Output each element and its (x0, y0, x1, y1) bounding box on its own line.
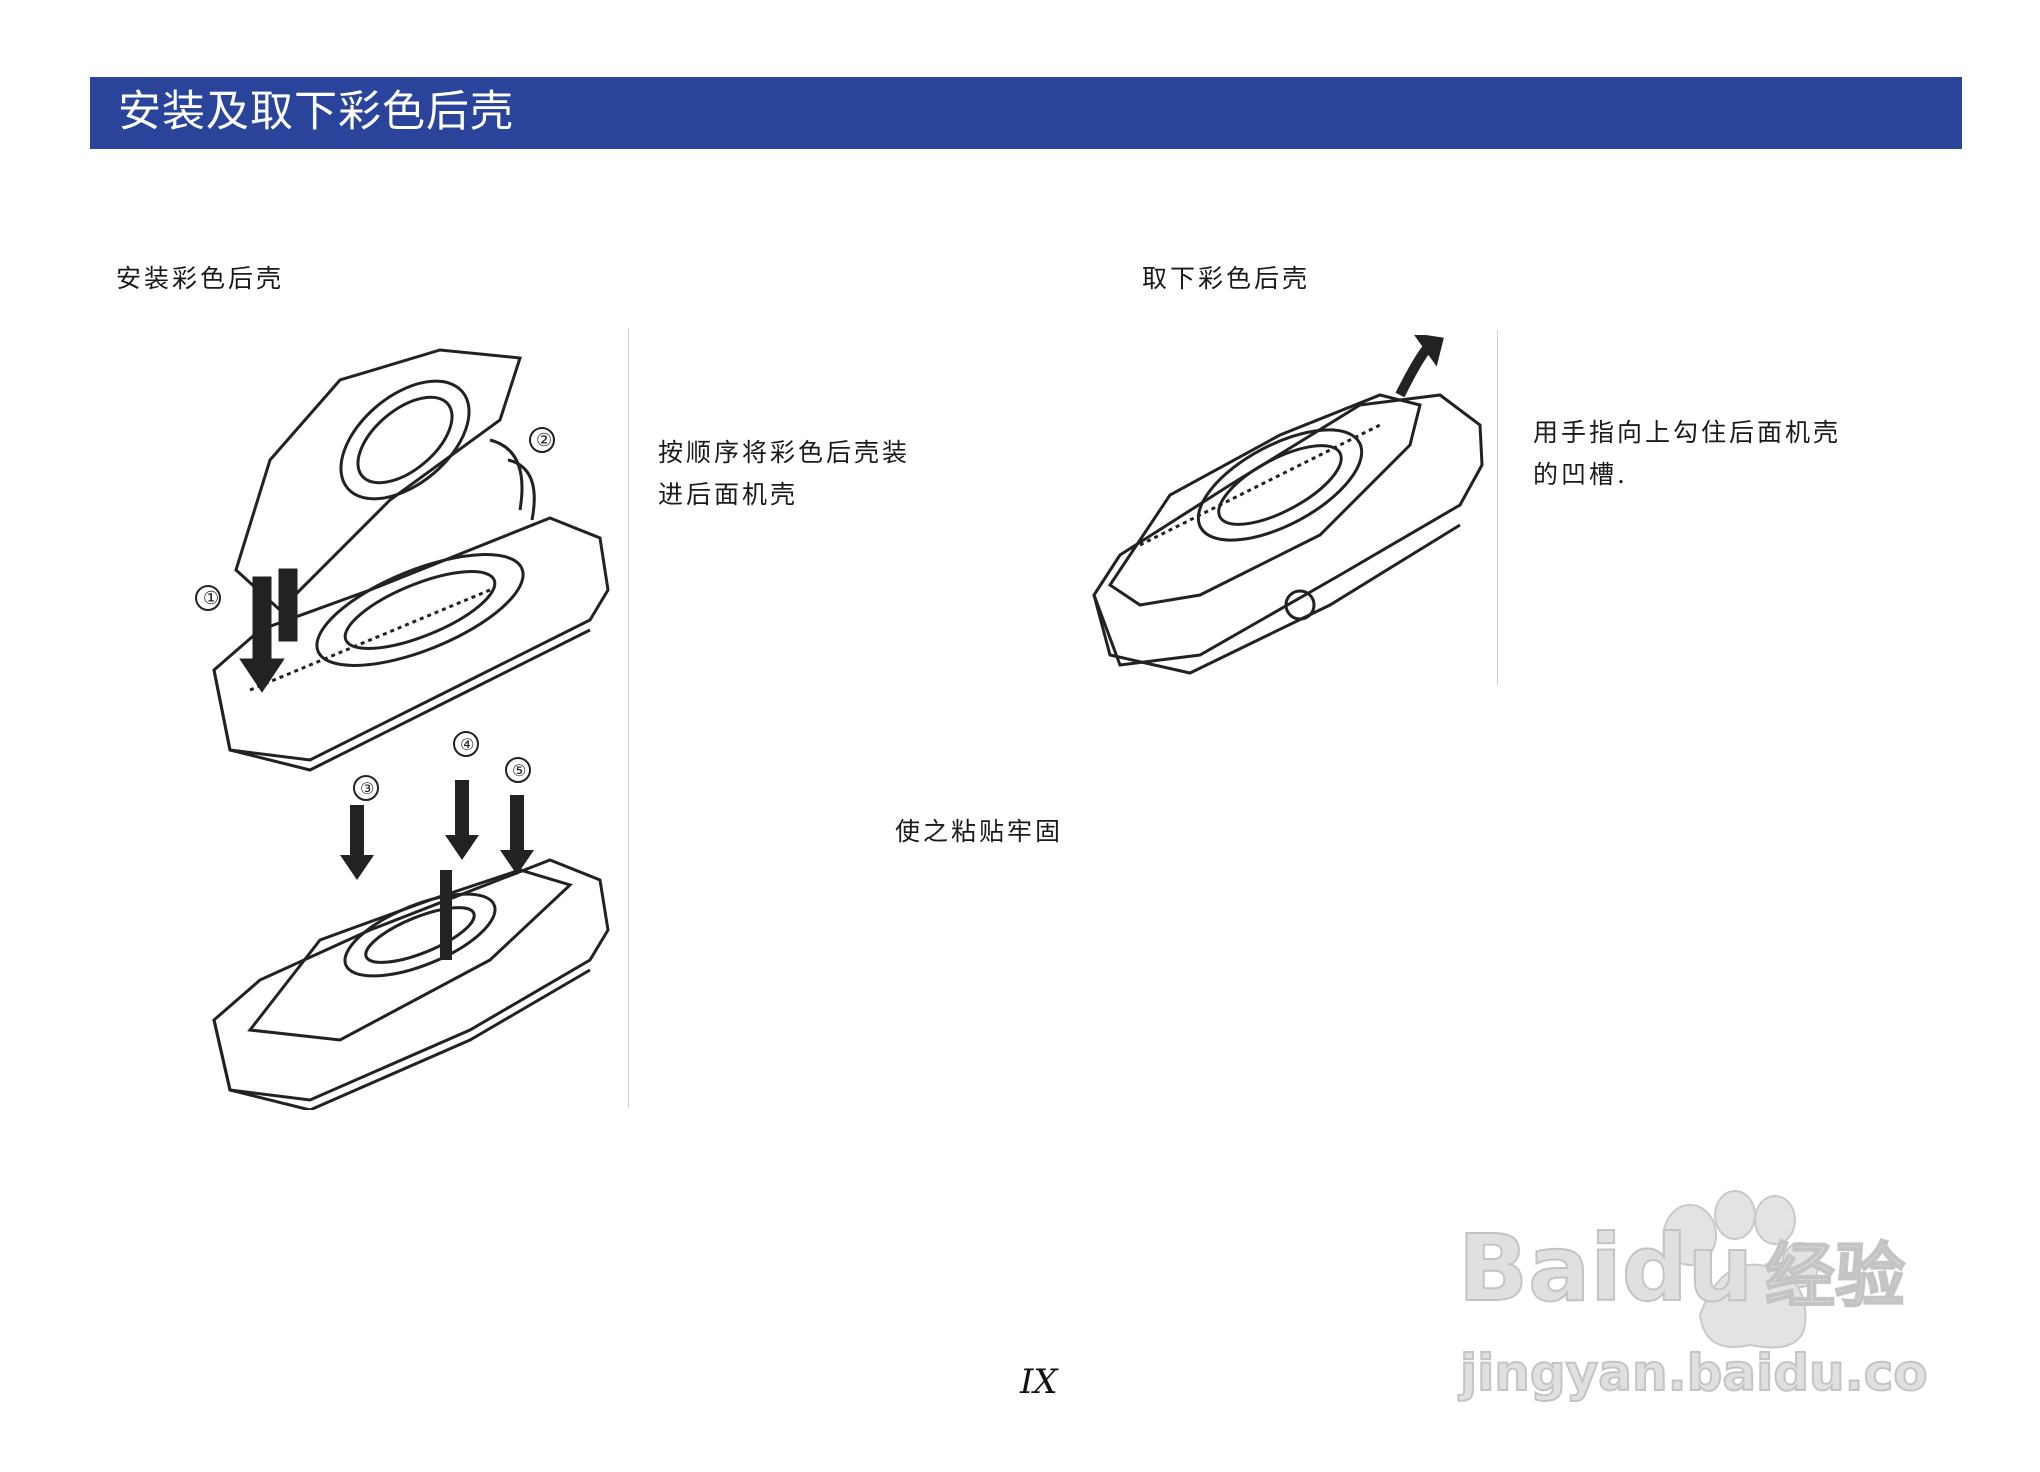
title-bar: 安装及取下彩色后壳 (90, 77, 1962, 149)
page-number: IX (1020, 1362, 1058, 1402)
watermark-brand: Baidu (1458, 1215, 1753, 1322)
step-marker-lower-3: ⑤ (512, 761, 526, 780)
color-back-cover (234, 348, 536, 613)
press-arrows (340, 780, 534, 960)
arrow-up-icon (1395, 335, 1444, 398)
remove-heading: 取下彩色后壳 (1142, 264, 1311, 293)
baidu-jingyan-watermark: Baidu 经验 jingyan.baidu.com (1450, 1165, 1981, 1405)
step-marker-lower-1: ③ (360, 779, 374, 798)
install-illustration: ① ② ③ ④ ⑤ (190, 340, 630, 1110)
phone-body-upper (212, 516, 610, 772)
arrow-down-icon (239, 568, 298, 693)
phone-body-lower (212, 858, 610, 1110)
divider-right (1497, 330, 1498, 685)
install-instruction-line2: 进后面机壳 (658, 480, 799, 509)
install-note: 使之粘贴牢固 (895, 817, 1064, 846)
page-title: 安装及取下彩色后壳 (118, 87, 514, 137)
step-marker-upper-left: ① (203, 588, 219, 609)
watermark-url: jingyan.baidu.com (1458, 1344, 1930, 1402)
install-heading: 安装彩色后壳 (116, 264, 285, 293)
divider-left (628, 328, 629, 1108)
remove-illustration (1080, 335, 1500, 685)
remove-instruction-line2: 的凹槽. (1533, 460, 1628, 489)
install-instruction-line1: 按顺序将彩色后壳装 (658, 438, 911, 467)
step-marker-lower-2: ④ (460, 735, 474, 754)
phone-body-remove (1092, 393, 1484, 675)
remove-instruction-line1: 用手指向上勾住后面机壳 (1533, 418, 1842, 447)
watermark-suffix: 经验 (1765, 1235, 1905, 1317)
step-marker-upper-right: ② (536, 430, 552, 451)
